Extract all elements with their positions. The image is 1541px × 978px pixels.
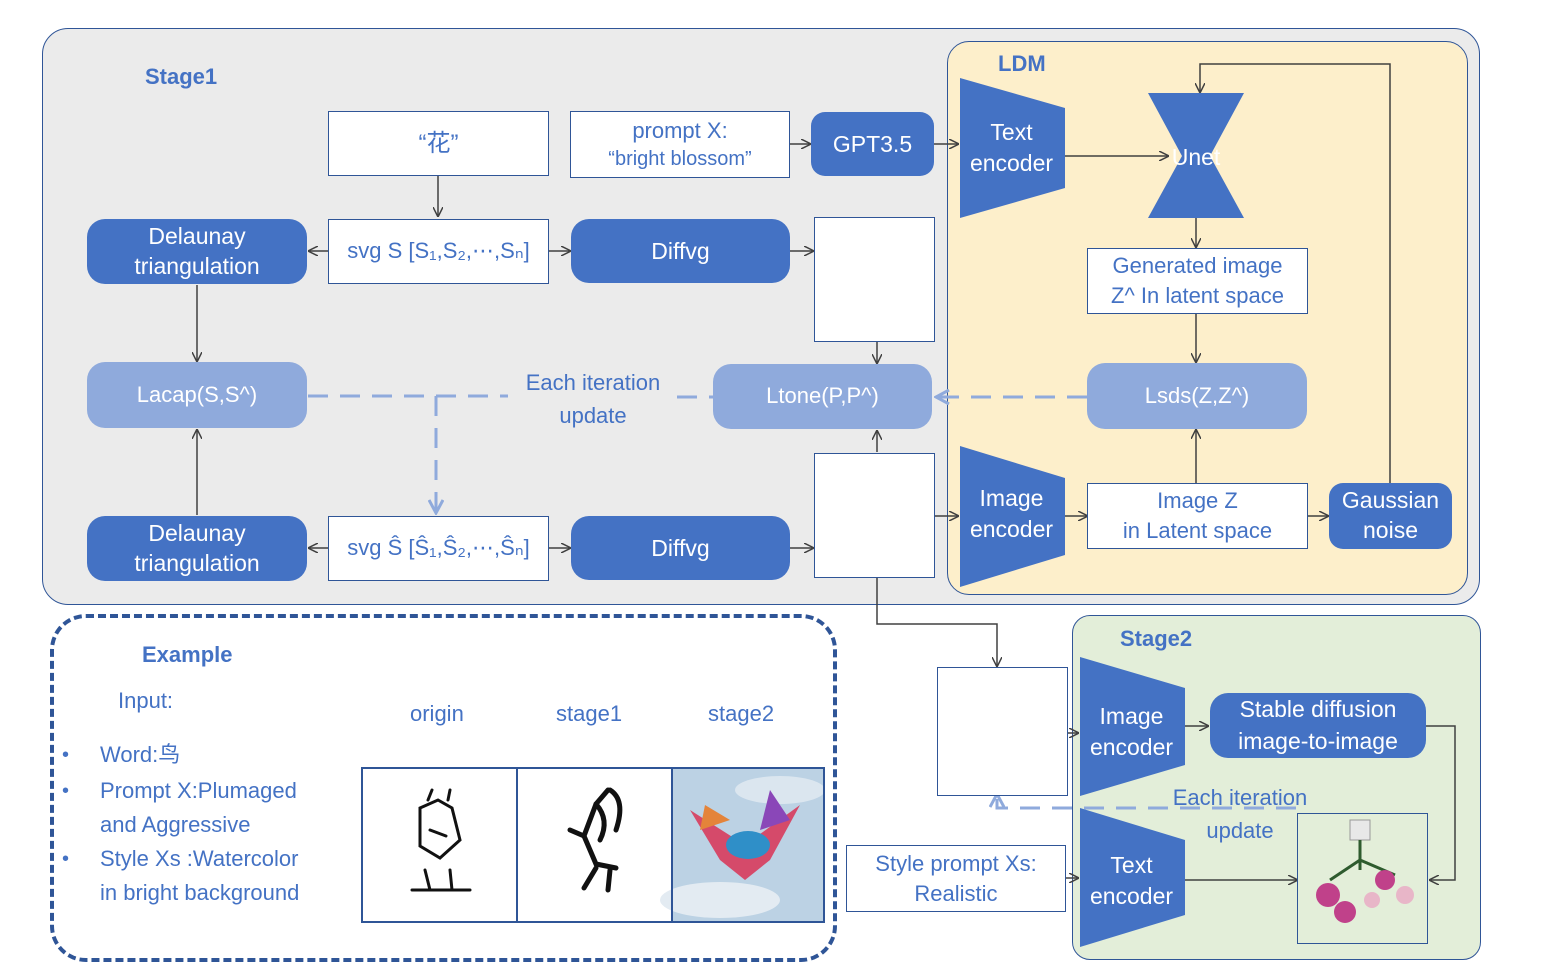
ldm-text-encoder: Text encoder — [960, 112, 1063, 184]
delaunay-bottom-node: Delaunay triangulation — [87, 516, 307, 581]
stage1-label: Stage1 — [145, 64, 218, 89]
stage2-text-encoder-line-2: encoder — [1089, 883, 1174, 909]
unet-label: Unet — [1171, 143, 1221, 170]
example-image-strip — [361, 767, 825, 923]
ltone-loss-node: Ltone(P,P^) — [713, 364, 932, 429]
ldm-text-encoder-line-2: encoder — [969, 150, 1054, 176]
example-stage1-sketch — [567, 787, 623, 893]
stage2-iteration-line-1: Each iteration — [1172, 785, 1308, 810]
example-stage2-painting — [660, 768, 825, 923]
svg-s-hat-box: svg Ŝ [Ŝ₁,Ŝ₂,⋯,Ŝₙ] — [328, 516, 549, 581]
glyph-render-bottom-image — [814, 453, 935, 578]
style-prompt-box: Style prompt Xs: Realistic — [846, 845, 1066, 912]
delaunay-bottom-line-2: triangulation — [134, 549, 260, 576]
example-input-label: Input: — [118, 688, 174, 713]
gpt-label: GPT3.5 — [832, 130, 913, 157]
lacap-loss-label: Lacap(S,S^) — [136, 381, 258, 407]
bullet-word: • — [62, 744, 70, 766]
svg-s-box: svg S [S₁,S₂,⋯,Sₙ] — [328, 219, 549, 284]
style-prompt-line-1: Style prompt Xs: — [875, 850, 1037, 876]
stage2-result-flowers — [1316, 819, 1414, 923]
stable-diffusion-node: Stable diffusion image-to-image — [1210, 693, 1426, 758]
example-col-origin: origin — [410, 701, 464, 726]
example-origin-sketch — [410, 788, 472, 892]
lsds-loss-node: Lsds(Z,Z^) — [1087, 363, 1307, 429]
stable-diffusion-line-1: Stable diffusion — [1239, 696, 1397, 723]
svg-s-hat-label: svg Ŝ [Ŝ₁,Ŝ₂,⋯,Ŝₙ] — [347, 535, 530, 561]
delaunay-top-line-1: Delaunay — [148, 222, 246, 249]
stage1-iteration-line-1: Each iteration — [525, 370, 661, 395]
lsds-loss-label: Lsds(Z,Z^) — [1144, 382, 1250, 408]
gpt-node: GPT3.5 — [811, 112, 934, 176]
delaunay-top-line-2: triangulation — [134, 252, 260, 279]
svg-s-label: svg S [S₁,S₂,⋯,Sₙ] — [347, 238, 530, 264]
example-style-line-2: in bright background — [100, 880, 300, 905]
gaussian-line-2: noise — [1363, 517, 1418, 543]
example-stage2-image — [673, 769, 823, 921]
stage2-iteration-line-2: update — [1206, 818, 1274, 843]
example-col-stage1: stage1 — [556, 701, 623, 726]
generated-image-line-2: Z^ In latent space — [1111, 283, 1284, 308]
delaunay-bottom-line-1: Delaunay — [148, 519, 246, 546]
example-prompt-line-1: Prompt X:Plumaged — [100, 778, 297, 803]
ldm-image-encoder-line-2: encoder — [969, 516, 1054, 542]
example-label: Example — [142, 642, 233, 667]
example-origin-image — [363, 769, 518, 921]
example-col-stage2: stage2 — [708, 701, 775, 726]
delaunay-top-node: Delaunay triangulation — [87, 219, 307, 284]
ldm-text-encoder-line-1: Text — [990, 118, 1033, 145]
unet-node: Unet — [1150, 140, 1242, 174]
ldm-image-encoder-line-1: Image — [979, 484, 1044, 511]
ltone-loss-label: Ltone(P,P^) — [766, 383, 879, 409]
ldm-label: LDM — [998, 51, 1046, 76]
stage1-iteration-note: Each iteration update — [508, 366, 678, 432]
prompt-line-2: “bright blossom” — [608, 147, 752, 170]
ldm-image-encoder: Image encoder — [960, 478, 1063, 550]
stage2-result-image — [1297, 813, 1428, 944]
prompt-line-1: prompt X: — [632, 118, 728, 144]
ldm-text-encoder-shape — [960, 78, 1065, 218]
lacap-loss-node: Lacap(S,S^) — [87, 362, 307, 428]
example-prompt-line-2: and Aggressive — [100, 812, 251, 837]
stage2-text-encoder: Text encoder — [1080, 845, 1183, 917]
stage2-iteration-note: Each iteration update — [1150, 781, 1330, 847]
glyph-render-top-image — [814, 217, 935, 342]
image-z-box: Image Z in Latent space — [1087, 483, 1308, 549]
style-prompt-line-2: Realistic — [914, 880, 998, 906]
stage2-label: Stage2 — [1120, 626, 1193, 651]
stable-diffusion-line-2: image-to-image — [1238, 727, 1398, 754]
chinese-character-box: “花” — [328, 111, 549, 176]
chinese-character-text: “花” — [418, 129, 459, 157]
stage2-input-image — [937, 667, 1068, 796]
example-word: Word:鸟 — [100, 742, 181, 767]
diffvg-top-label: Diffvg — [651, 237, 710, 264]
stage1-iteration-line-2: update — [559, 403, 627, 428]
gaussian-line-1: Gaussian — [1341, 487, 1440, 514]
unet-shape — [1148, 93, 1244, 218]
stage2-image-encoder-shape — [1080, 657, 1185, 796]
diffvg-bottom-node: Diffvg — [571, 516, 790, 580]
ldm-image-encoder-shape — [960, 446, 1065, 587]
example-region — [50, 614, 837, 962]
prompt-box: prompt X: “bright blossom” — [570, 111, 790, 178]
stage2-text-encoder-shape — [1080, 808, 1185, 947]
image-z-line-1: Image Z — [1157, 488, 1238, 514]
example-stage1-image — [518, 769, 673, 921]
stage2-image-encoder: Image encoder — [1080, 696, 1183, 768]
diffvg-bottom-label: Diffvg — [651, 534, 710, 561]
example-style-line-1: Style Xs :Watercolor — [100, 846, 299, 871]
stage2-image-encoder-line-2: encoder — [1089, 734, 1174, 760]
stage2-image-encoder-line-1: Image — [1099, 702, 1164, 729]
stage2-text-encoder-line-1: Text — [1110, 851, 1153, 878]
gaussian-noise-node: Gaussian noise — [1329, 483, 1452, 549]
generated-image-line-1: Generated image — [1112, 253, 1283, 279]
generated-image-box: Generated image Z^ In latent space — [1087, 248, 1308, 314]
bullet-prompt: • — [62, 780, 70, 802]
bullet-style: • — [62, 848, 70, 870]
diffvg-top-node: Diffvg — [571, 219, 790, 283]
image-z-line-2: in Latent space — [1122, 518, 1273, 543]
